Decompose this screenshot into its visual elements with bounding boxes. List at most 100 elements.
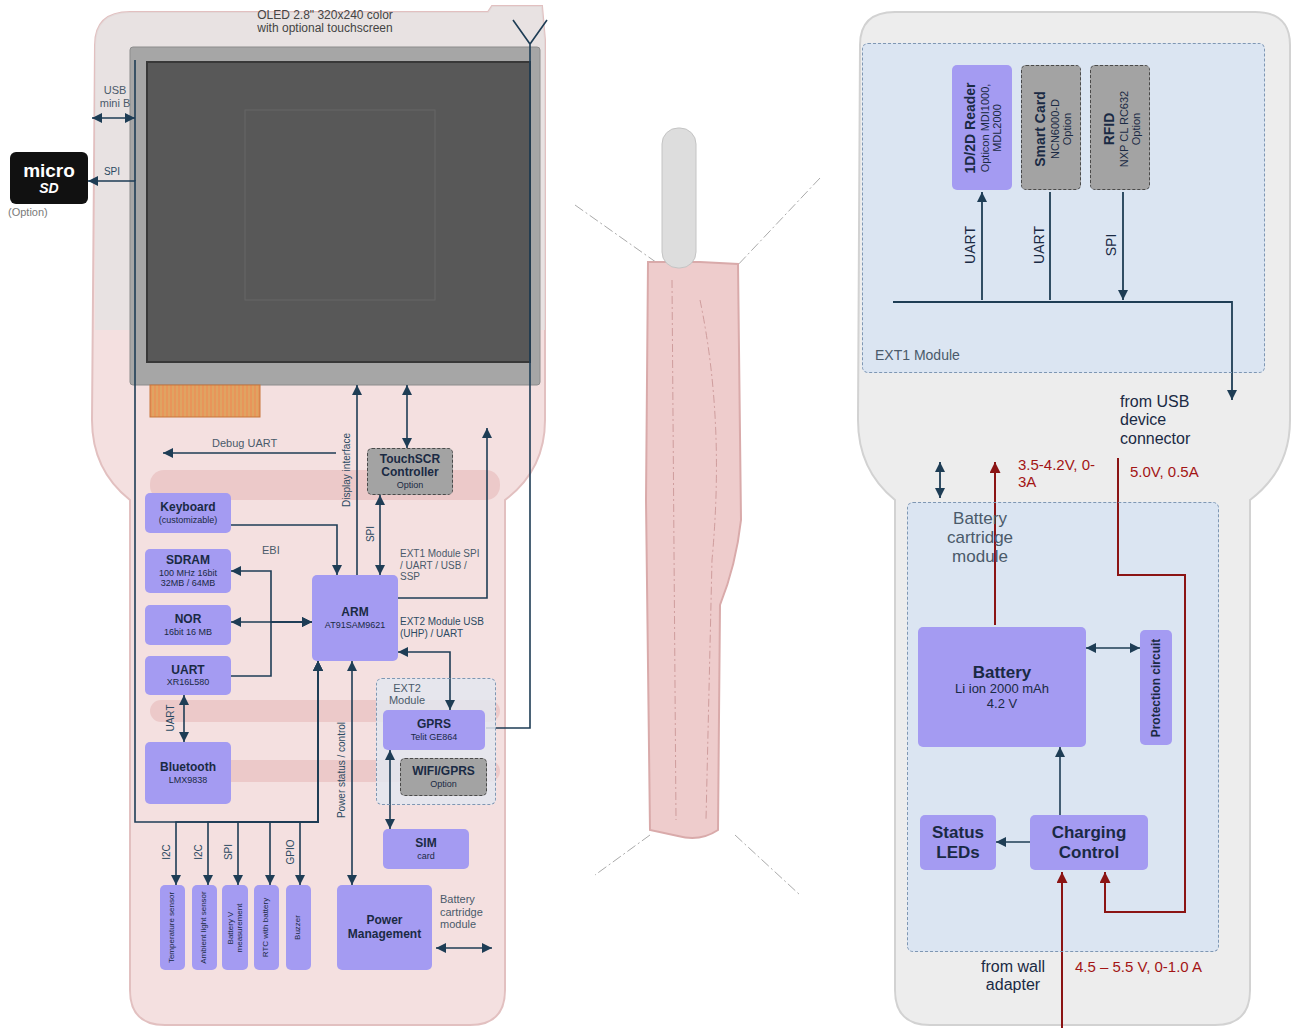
node-detail: Telit GE864 [411, 732, 458, 742]
node-detail: XR16L580 [167, 677, 210, 687]
connector [231, 571, 312, 622]
signal-label: EXT2 Module USB (UHP) / UART [400, 616, 492, 639]
screen-detail [245, 110, 435, 300]
annotation-label: 3.5-4.2V, 0-3A [1018, 456, 1113, 491]
rotated-label: Temperature sensor [160, 885, 185, 970]
signal-label: SPI [104, 166, 120, 178]
memory-block: SDRAM100 MHz 16bit 32MB / 64MB [145, 549, 231, 593]
node-title: Battery cartridge module [920, 509, 1040, 566]
region-fill [862, 43, 1265, 373]
node-title: Status LEDs [923, 823, 993, 861]
node-title: Ambient light sensor [200, 891, 209, 963]
node-detail: Option [430, 779, 457, 789]
rotated-label: 1D/2D ReaderOpticon MDI1000, MDL2000 [952, 65, 1012, 190]
connector [231, 622, 312, 676]
connector [389, 750, 391, 829]
node-detail: Li ion 2000 mAh [955, 682, 1049, 697]
wifi-module: WIFI/GPRSOption [400, 758, 487, 796]
usb-arrow [92, 117, 135, 119]
signal-label: SPI [365, 526, 377, 542]
charger-block: Charging Control [1030, 815, 1148, 870]
annotation-label: SPI [1103, 234, 1119, 257]
node-detail: NXP CL RC632 [1117, 90, 1129, 166]
node-title: Battery V measurement [226, 887, 244, 968]
box-content: ARMAT91SAM9621 [312, 575, 398, 661]
node-title: Power Management [340, 914, 429, 941]
node-title: Protection circuit [1149, 638, 1162, 737]
module-region: EXT2 ModuleGPRSTelit GE864WIFI/GPRSOptio… [376, 678, 496, 805]
node-title: Bluetooth [160, 761, 216, 774]
annotation-label: USB mini B [95, 84, 135, 109]
node-detail: NCN6000-D [1048, 99, 1060, 159]
antenna-line [486, 20, 547, 728]
node-title: SIM [415, 837, 436, 850]
node-title: EXT2 Module [382, 682, 432, 707]
connector [300, 661, 318, 885]
annotation-label: EXT1 Module SPI / UART / USB / SSP [400, 548, 482, 583]
annotation-label: 4.5 – 5.5 V, 0-1.0 A [1075, 958, 1235, 975]
annotation-label: from wall adapter [968, 958, 1058, 995]
side-view-detail [672, 280, 716, 820]
node-title: Charging Control [1033, 823, 1145, 861]
sim-card: SIMcard [383, 829, 469, 869]
view-projection-line [575, 178, 820, 895]
rfid-module: RFIDNXP CL RC632Option [1090, 65, 1150, 190]
signal-label: Display interface [341, 433, 353, 507]
led-block: Status LEDs [920, 815, 996, 870]
annotation-label: EBI [262, 544, 292, 557]
rotated-label: Protection circuit [1140, 630, 1172, 745]
node-title: Battery [973, 663, 1032, 682]
node-title: UART [171, 664, 204, 677]
display-heading: OLED 2.8" 320x240 color with optional to… [245, 9, 405, 36]
box-content: TouchSCR ControllerOption [368, 449, 452, 494]
device-housing-back [858, 12, 1290, 1025]
gprs-module: GPRSTelit GE864 [383, 710, 485, 750]
annotation-label: (Option) [8, 206, 88, 219]
node-detail: Opticon MDI1000, MDL2000 [978, 67, 1003, 188]
node-detail: 100 MHz 16bit 32MB / 64MB [148, 568, 228, 588]
side-view-antenna [662, 128, 696, 268]
node-title: TouchSCR Controller [371, 453, 449, 480]
memory-block: NOR16bit 16 MB [145, 605, 231, 645]
box-content: SDRAM100 MHz 16bit 32MB / 64MB [145, 549, 231, 593]
rotated-label: Ambient light sensor [192, 885, 217, 970]
smartcard-module: Smart CardNCN6000-DOption [1021, 65, 1081, 190]
device-housing [92, 6, 545, 1025]
node-detail: LMX9838 [169, 775, 208, 785]
node-detail: SD [39, 181, 58, 197]
box-content: Power Management [337, 885, 432, 970]
node-title: EXT1 Module [875, 348, 960, 364]
connector [88, 181, 318, 822]
cpu-block: ARMAT91SAM9621 [312, 575, 398, 661]
node-title: 1D/2D Reader [962, 82, 978, 173]
annotation-label: Debug UART [212, 437, 302, 450]
node-title: SDRAM [166, 554, 210, 567]
power-block: Power Management [337, 885, 432, 970]
node-title: Keyboard [160, 501, 215, 514]
sensor-block: Temperature sensor [160, 885, 185, 970]
box-content: Keyboard(customizable) [145, 493, 231, 533]
signal-label: UART [165, 704, 177, 731]
signal-label: I2C [193, 844, 205, 860]
box-content: GPRSTelit GE864 [383, 710, 485, 750]
node-title: Buzzer [294, 915, 303, 940]
region-title: EXT2 Module [382, 682, 432, 707]
node-title: OLED 2.8" 320x240 color with optional to… [245, 9, 405, 36]
box-content: BatteryLi ion 2000 mAh4.2 V [918, 627, 1086, 747]
bluetooth-module: BluetoothLMX9838 [145, 742, 231, 804]
node-title: Smart Card [1032, 91, 1048, 166]
connector [270, 661, 318, 885]
reader-module: 1D/2D ReaderOpticon MDI1000, MDL2000 [952, 65, 1012, 190]
sensor-block: Ambient light sensor [192, 885, 217, 970]
signal-label: SPI [223, 844, 235, 860]
module-region: EXT1 Module 1D/2D ReaderOpticon MDI1000, … [862, 43, 1265, 373]
node-detail: 4.2 V [987, 697, 1017, 712]
touch-controller: TouchSCR ControllerOption [367, 448, 453, 495]
adapter-power-line [1061, 872, 1063, 1028]
box-content: Charging Control [1030, 815, 1148, 870]
rotated-label: Smart CardNCN6000-DOption [1022, 66, 1082, 191]
display-bezel [130, 47, 540, 385]
rotated-label: RFIDNXP CL RC632Option [1091, 66, 1151, 191]
cartridge-link-arrow [939, 462, 941, 498]
